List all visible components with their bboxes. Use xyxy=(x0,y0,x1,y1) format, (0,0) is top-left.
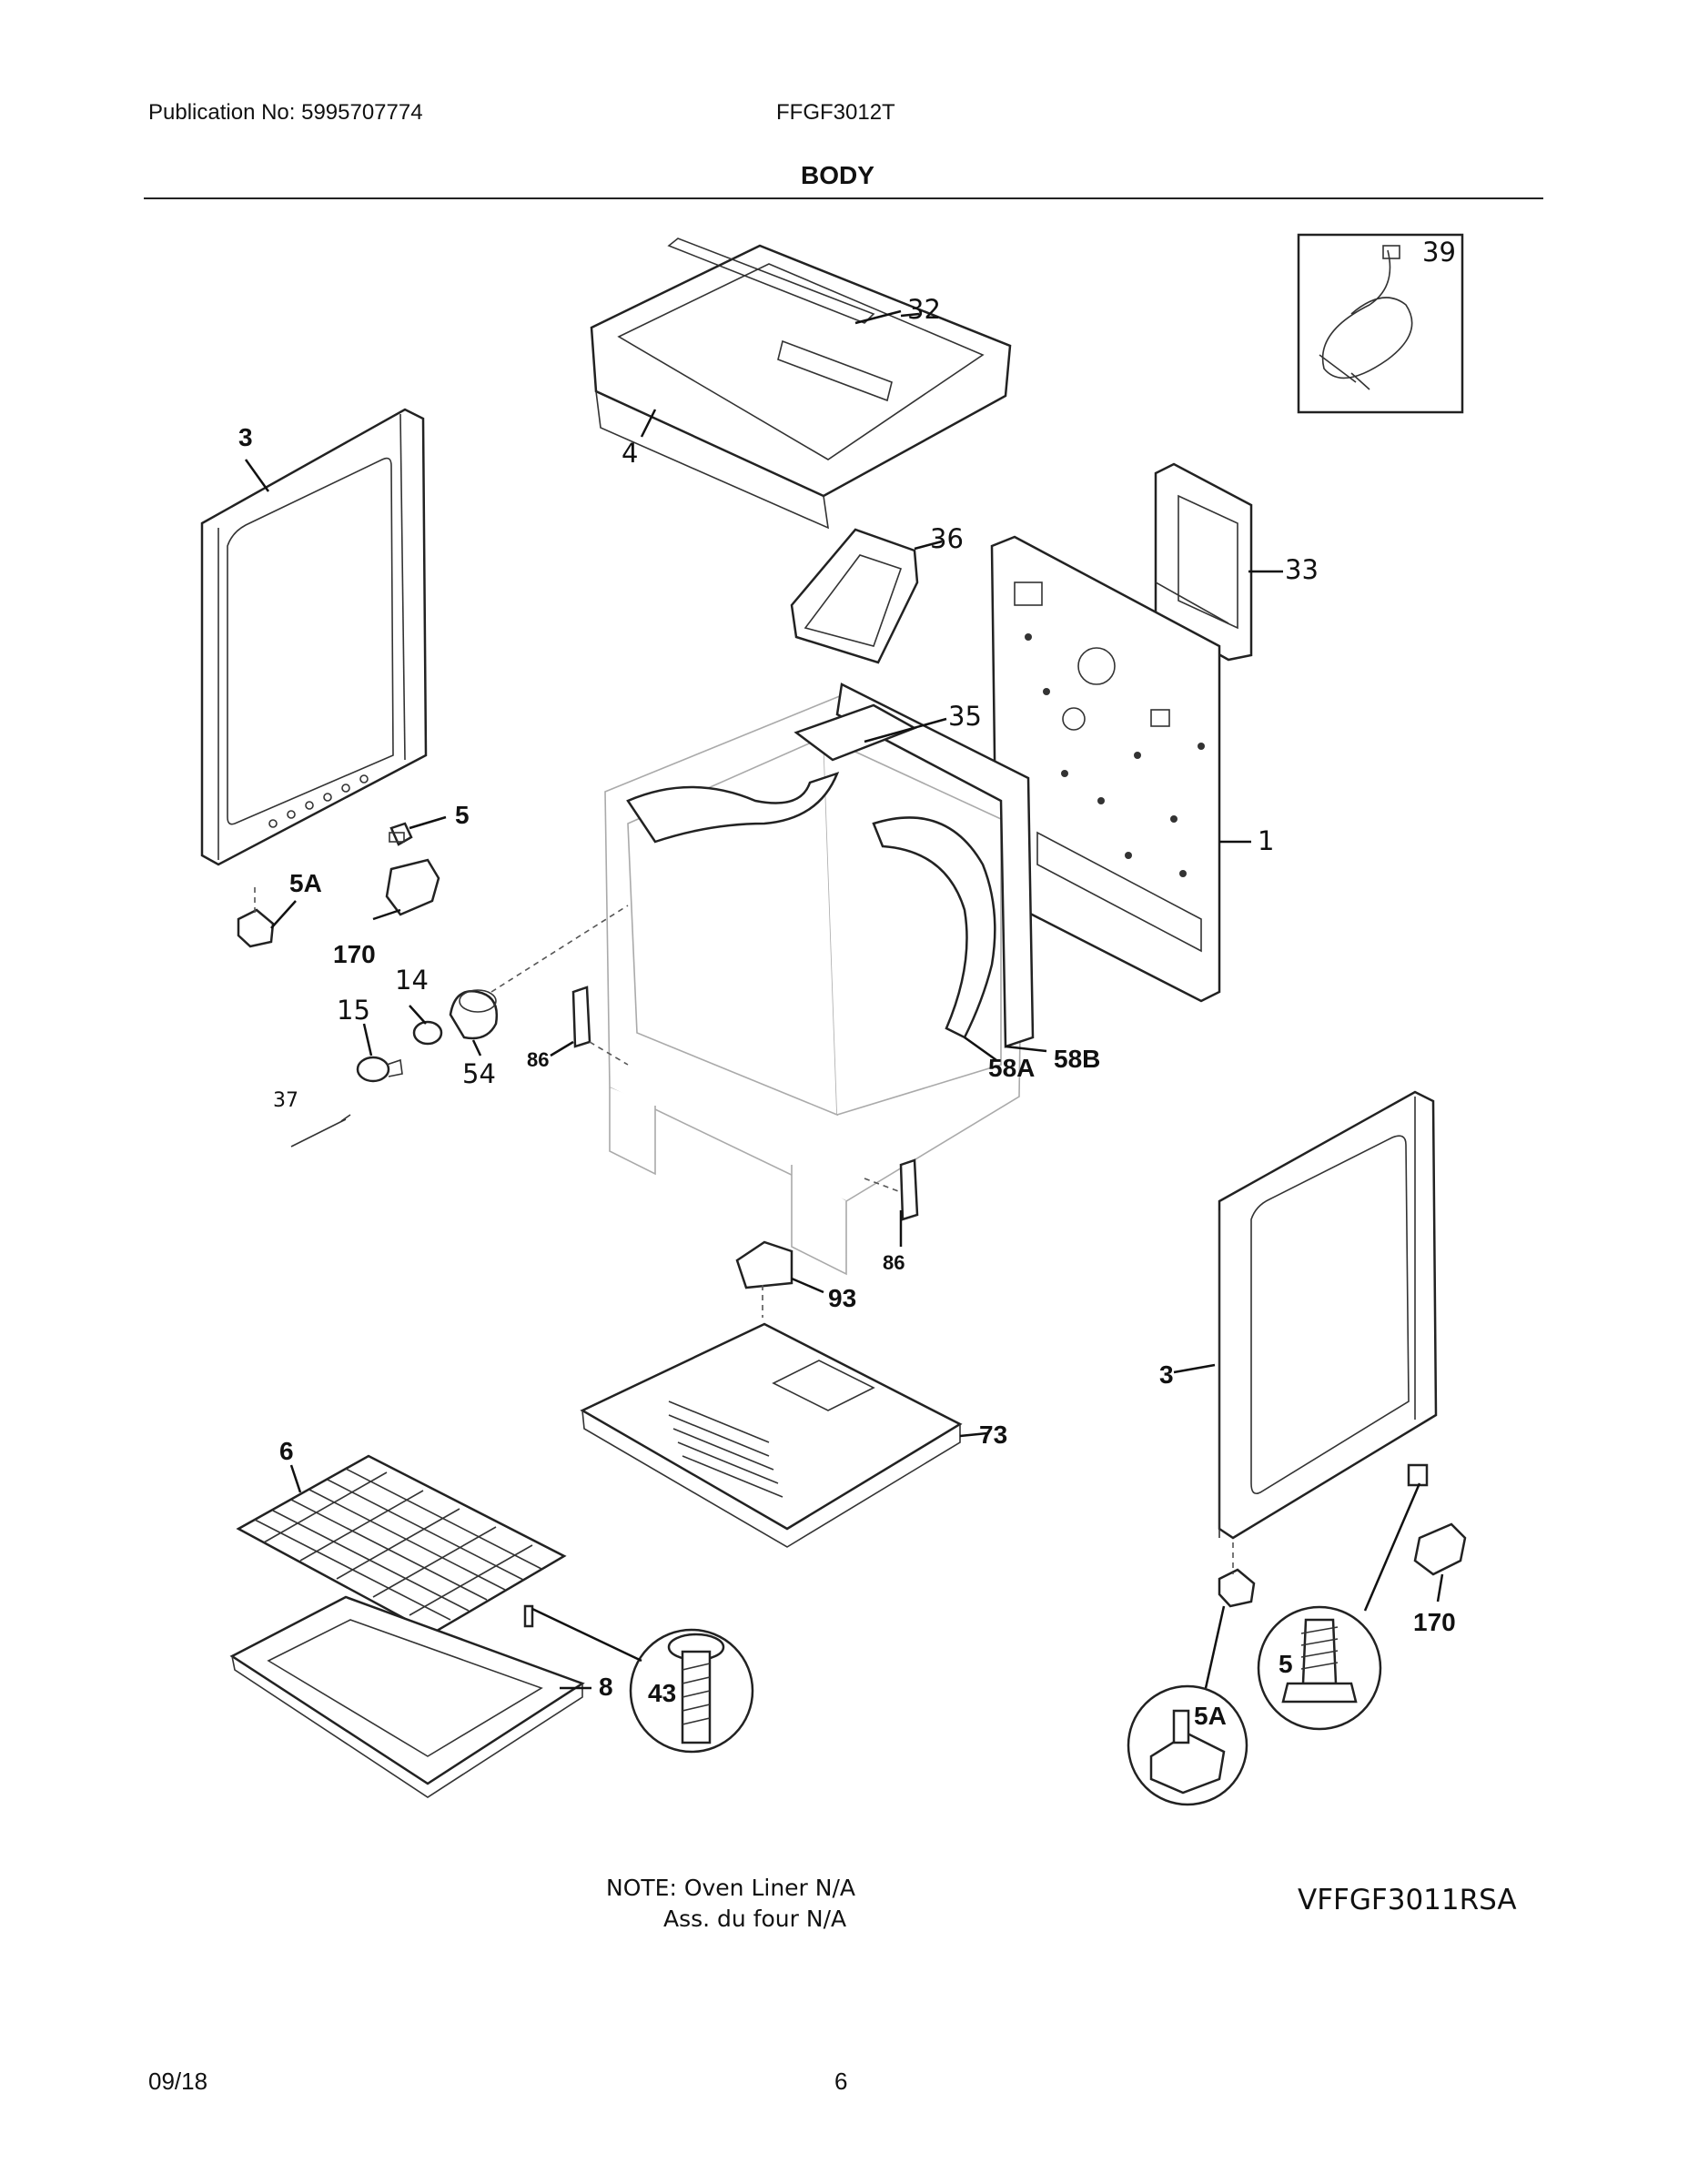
part-5-leveler-detail xyxy=(1257,1605,1382,1731)
leader-lines xyxy=(244,309,1444,1690)
callout-170: 170 xyxy=(333,940,376,968)
note-oven-liner-fr: Ass. du four N/A xyxy=(663,1906,847,1932)
callout-37: 37 xyxy=(273,1089,298,1112)
part-86-hinge-receiver-left xyxy=(571,986,591,1048)
part-5a-leg-right xyxy=(1218,1542,1256,1608)
callout-8: 8 xyxy=(599,1673,613,1701)
part-6-oven-rack xyxy=(236,1454,567,1635)
callout-39: 39 xyxy=(1422,237,1456,268)
callout-4: 4 xyxy=(622,438,638,469)
part-36-deflector xyxy=(790,528,919,664)
page-number: 6 xyxy=(834,2068,848,2095)
header-divider xyxy=(144,197,1543,199)
part-14-socket xyxy=(412,1020,443,1046)
connector-86-bottom xyxy=(864,1178,902,1193)
part-93-cover xyxy=(735,1240,793,1289)
part-3-left-side-panel xyxy=(200,408,428,866)
part-43-screw xyxy=(523,1604,642,1663)
part-73-oven-bottom xyxy=(580,1322,963,1548)
diagram-code: VFFGF3011RSA xyxy=(1298,1884,1517,1916)
callout-6: 6 xyxy=(279,1437,294,1465)
callout-58b: 58B xyxy=(1054,1045,1100,1073)
callout-5: 5 xyxy=(455,801,470,829)
part-15-bulb xyxy=(356,1056,403,1083)
callout-170-right: 170 xyxy=(1413,1608,1456,1636)
callout-58a: 58A xyxy=(988,1054,1035,1082)
part-8-broiler-drawer xyxy=(229,1595,585,1798)
connector-86-left xyxy=(589,1041,629,1066)
callout-86-bottom: 86 xyxy=(883,1251,905,1274)
callout-86-left: 86 xyxy=(527,1048,549,1071)
part-5-leg-leveler-right xyxy=(1407,1463,1429,1487)
callout-5a-detail: 5A xyxy=(1194,1702,1227,1730)
callout-73: 73 xyxy=(979,1421,1007,1449)
part-5a-leg-detail xyxy=(1127,1684,1248,1806)
part-39-power-cord xyxy=(1297,233,1464,414)
callout-1: 1 xyxy=(1258,825,1274,856)
callout-43: 43 xyxy=(648,1679,676,1707)
part-58-insulation-and-oven-liner xyxy=(604,682,1035,1276)
part-37-wire-harness xyxy=(290,1114,351,1148)
callout-3-right: 3 xyxy=(1159,1360,1174,1389)
part-43-screw-detail xyxy=(629,1628,754,1754)
callout-93: 93 xyxy=(828,1284,856,1312)
part-32-4-top-support xyxy=(590,238,1012,530)
section-title: BODY xyxy=(801,161,874,189)
publication-number: Publication No: 5995707774 xyxy=(148,100,423,125)
callout-33: 33 xyxy=(1285,554,1319,585)
callout-54: 54 xyxy=(462,1058,496,1089)
note-oven-liner: NOTE: Oven Liner N/A xyxy=(606,1875,856,1901)
part-5a-leg-left xyxy=(237,887,275,948)
part-170-bracket-left xyxy=(385,858,440,916)
callout-32: 32 xyxy=(907,294,941,325)
callout-36: 36 xyxy=(930,523,964,554)
callout-35: 35 xyxy=(948,701,982,732)
callout-5-detail: 5 xyxy=(1279,1650,1293,1678)
callout-3-left: 3 xyxy=(238,423,253,451)
callout-15: 15 xyxy=(337,995,370,1026)
footer-date: 09/18 xyxy=(148,2068,208,2095)
part-3-right-side-panel xyxy=(1218,1090,1438,1540)
part-5-leg-leveler-left xyxy=(389,822,413,846)
model-number: FFGF3012T xyxy=(776,100,895,125)
callout-14: 14 xyxy=(395,965,429,996)
part-170-bracket-right xyxy=(1413,1522,1467,1576)
part-54-lens-cover xyxy=(449,905,629,1040)
callout-5a: 5A xyxy=(289,869,322,897)
part-86-hinge-receiver-bottom xyxy=(899,1158,919,1221)
